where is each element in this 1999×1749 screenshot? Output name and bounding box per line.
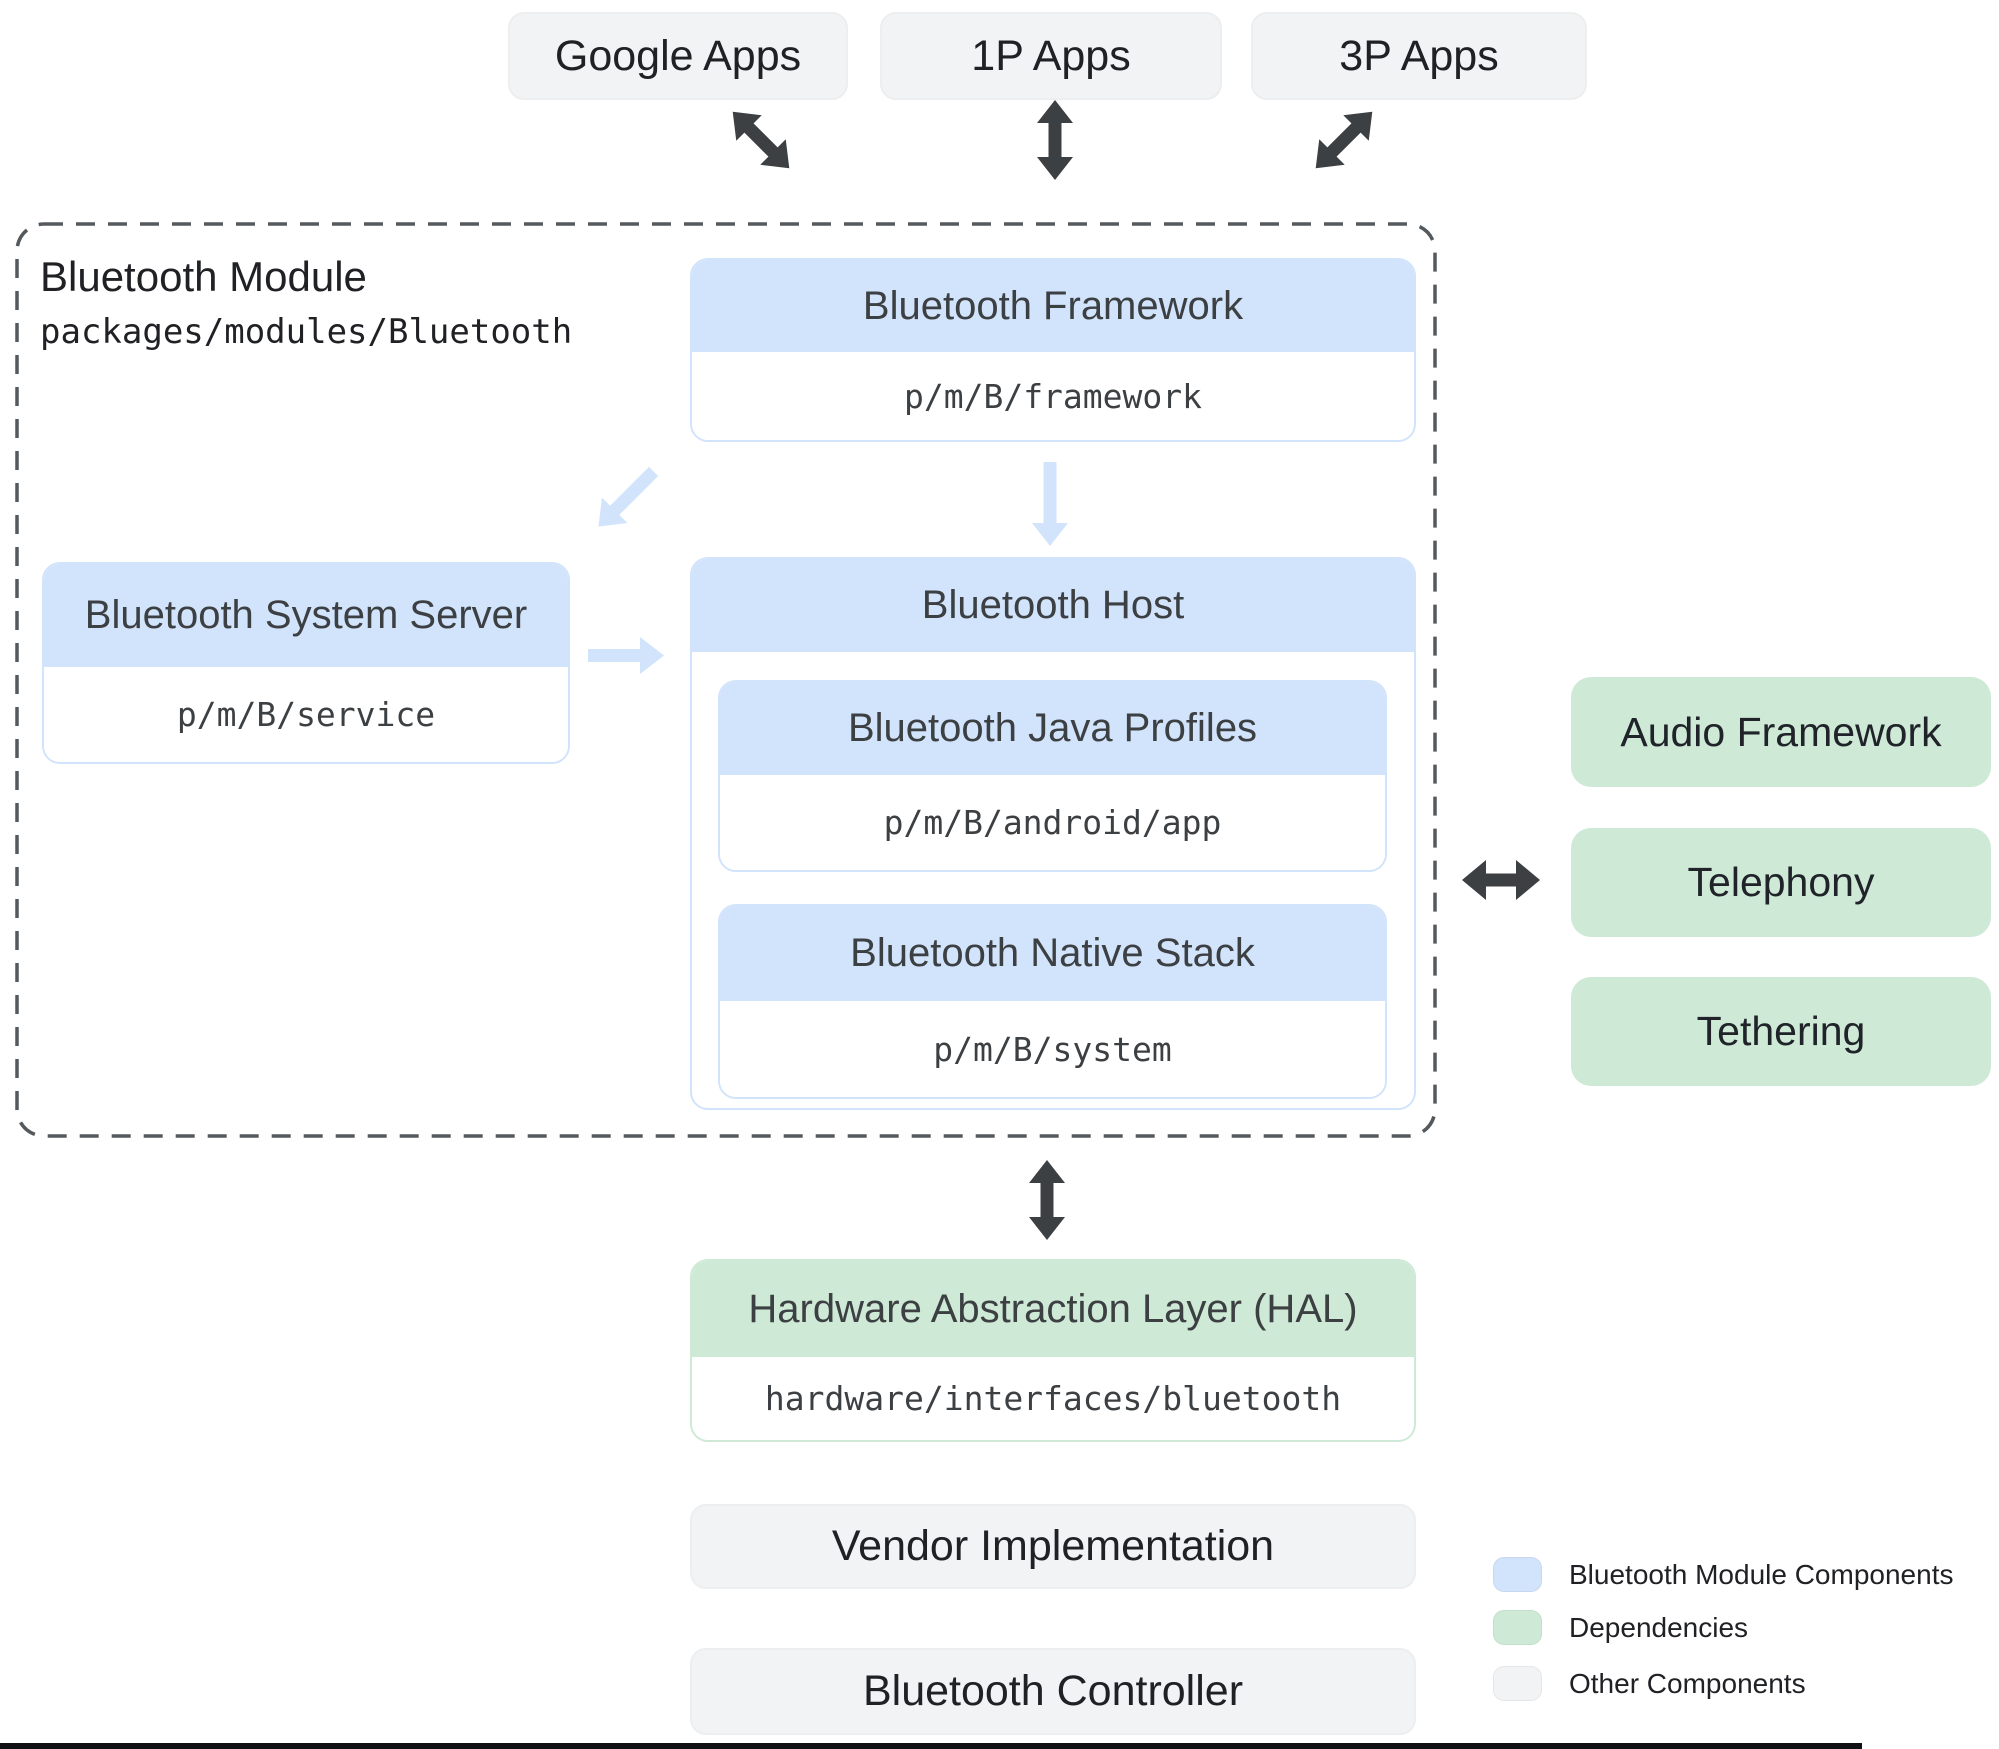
vendor-implementation-label: Vendor Implementation bbox=[831, 1522, 1275, 1570]
bluetooth-native-stack-title: Bluetooth Native Stack bbox=[720, 906, 1385, 1001]
legend-label-dependencies: Dependencies bbox=[1569, 1611, 1749, 1643]
module-path: packages/modules/Bluetooth bbox=[40, 312, 573, 352]
google-apps-label: Google Apps bbox=[554, 31, 802, 80]
audio-framework-label: Audio Framework bbox=[1620, 708, 1942, 755]
third-party-apps-box: 3P Apps bbox=[1251, 12, 1587, 100]
third-party-apps-bidirectional-arrow-icon bbox=[1303, 99, 1385, 181]
bluetooth-java-profiles-path: p/m/B/android/app bbox=[720, 775, 1385, 870]
first-party-apps-label: 1P Apps bbox=[971, 31, 1131, 80]
bluetooth-system-server-box: Bluetooth System Server p/m/B/service bbox=[42, 562, 570, 764]
google-apps-box: Google Apps bbox=[508, 12, 848, 100]
legend-item-dependencies: Dependencies bbox=[1493, 1610, 1748, 1645]
hal-title: Hardware Abstraction Layer (HAL) bbox=[692, 1261, 1414, 1357]
bluetooth-native-stack-box: Bluetooth Native Stack p/m/B/system bbox=[718, 904, 1387, 1099]
module-title: Bluetooth Module bbox=[40, 253, 367, 300]
system-server-to-host-arrow-icon bbox=[588, 637, 664, 674]
legend-item-module-components: Bluetooth Module Components bbox=[1493, 1557, 1953, 1592]
telephony-box: Telephony bbox=[1571, 828, 1991, 937]
framework-to-system-server-arrow-icon bbox=[586, 459, 667, 540]
legend-swatch-dependencies bbox=[1493, 1610, 1542, 1645]
bluetooth-controller-box: Bluetooth Controller bbox=[690, 1648, 1416, 1735]
first-party-apps-box: 1P Apps bbox=[880, 12, 1222, 100]
telephony-label: Telephony bbox=[1687, 859, 1875, 905]
legend-item-other-components: Other Components bbox=[1493, 1666, 1806, 1701]
module-to-dependencies-bidirectional-arrow-icon bbox=[1462, 860, 1540, 900]
legend-swatch-module-components bbox=[1493, 1557, 1542, 1592]
bluetooth-host-box: Bluetooth Host Bluetooth Java Profiles p… bbox=[690, 557, 1416, 1110]
bluetooth-framework-path: p/m/B/framework bbox=[692, 352, 1414, 440]
first-party-apps-bidirectional-arrow-icon bbox=[1037, 100, 1073, 180]
legend-label-other-components: Other Components bbox=[1569, 1667, 1806, 1699]
hal-path: hardware/interfaces/bluetooth bbox=[692, 1357, 1414, 1440]
bluetooth-controller-label: Bluetooth Controller bbox=[862, 1667, 1244, 1715]
legend-label-module-components: Bluetooth Module Components bbox=[1569, 1558, 1954, 1590]
bluetooth-host-title: Bluetooth Host bbox=[692, 559, 1414, 652]
legend-swatch-other-components bbox=[1493, 1666, 1542, 1701]
google-apps-bidirectional-arrow-icon bbox=[720, 99, 802, 181]
bluetooth-module-boundary bbox=[15, 222, 1437, 1138]
bluetooth-java-profiles-box: Bluetooth Java Profiles p/m/B/android/ap… bbox=[718, 680, 1387, 872]
bluetooth-java-profiles-title: Bluetooth Java Profiles bbox=[720, 682, 1385, 775]
tethering-box: Tethering bbox=[1571, 977, 1991, 1086]
bluetooth-system-server-title: Bluetooth System Server bbox=[44, 564, 568, 667]
bluetooth-framework-box: Bluetooth Framework p/m/B/framework bbox=[690, 258, 1416, 442]
bluetooth-framework-title: Bluetooth Framework bbox=[692, 260, 1414, 352]
audio-framework-box: Audio Framework bbox=[1571, 677, 1991, 787]
bottom-edge-bar bbox=[0, 1743, 1862, 1749]
vendor-implementation-box: Vendor Implementation bbox=[690, 1504, 1416, 1589]
framework-to-host-arrow-icon bbox=[1032, 462, 1068, 546]
bluetooth-system-server-path: p/m/B/service bbox=[44, 667, 568, 762]
tethering-label: Tethering bbox=[1696, 1008, 1866, 1054]
third-party-apps-label: 3P Apps bbox=[1339, 31, 1499, 80]
bluetooth-native-stack-path: p/m/B/system bbox=[720, 1001, 1385, 1097]
hal-box: Hardware Abstraction Layer (HAL) hardwar… bbox=[690, 1259, 1416, 1442]
module-to-hal-bidirectional-arrow-icon bbox=[1029, 1160, 1065, 1240]
